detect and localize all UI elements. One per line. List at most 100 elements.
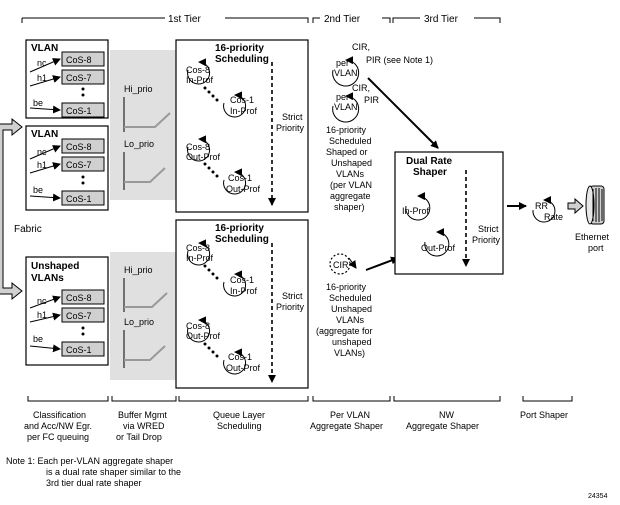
queue-label: CoS-8 [66, 55, 92, 65]
cir-label: CIR, [352, 42, 370, 52]
shaped-desc-line: Unshaped [331, 158, 372, 168]
scheduler-title-line2: Scheduling [215, 54, 269, 65]
strict-priority-line2: Priority [276, 123, 305, 133]
scheduler-title-line1: 16-priority [215, 223, 264, 234]
queue-label: In-Prof [186, 75, 214, 85]
scheduler-title-line1: 16-priority [215, 43, 264, 54]
unshaped-desc-line: unshaped [332, 337, 372, 347]
scheduler-top: 16-priority Scheduling Cos-8 In-Prof Cos… [175, 39, 309, 213]
unshaped-desc-line: Scheduled [329, 293, 372, 303]
input-label: nc [37, 147, 47, 157]
shaped-desc-line: aggregate [330, 191, 371, 201]
queue-label: Cos-8 [186, 65, 210, 75]
stage-label: and Acc/NW Egr. [24, 421, 92, 431]
ethernet-label: Ethernet [575, 232, 610, 242]
queue-label: Out-Prof [186, 152, 221, 162]
shaped-desc-line: VLANs [336, 169, 365, 179]
queue-label: Cos-1 [230, 95, 254, 105]
stage-label: or Tail Drop [116, 432, 162, 442]
stage-label: Scheduling [217, 421, 262, 431]
tier-header: 1st Tier 2nd Tier 3rd Tier [21, 14, 501, 25]
unshaped-desc-line: VLANs [336, 315, 365, 325]
shaped-desc-line: 16-priority [326, 125, 367, 135]
input-label: h1 [37, 310, 47, 320]
strict-priority-line1: Strict [478, 224, 499, 234]
strict-priority-line1: Strict [282, 291, 303, 301]
fabric-connector: Fabric [0, 117, 42, 301]
queue-label: CoS-8 [66, 142, 92, 152]
input-label: be [33, 98, 43, 108]
stage-label: via WRED [123, 421, 165, 431]
queue-label: Out-Prof [226, 184, 261, 194]
stage-label: Aggregate Shaper [406, 421, 479, 431]
shaped-desc-line: (per VLAN [330, 180, 372, 190]
shaped-desc-line: shaper) [334, 202, 365, 212]
input-label: be [33, 334, 43, 344]
tier3-label: 3rd Tier [424, 14, 459, 25]
queue-label: CoS-1 [66, 194, 92, 204]
stage-label: Port Shaper [520, 410, 568, 420]
port-label: port [588, 243, 604, 253]
stage-label: Aggregate Shaper [310, 421, 383, 431]
tier1-label: 1st Tier [168, 14, 201, 25]
unshaped-desc-line: (aggregate for [316, 326, 373, 336]
cir-label: CIR, [352, 83, 370, 93]
queue-label: Cos-1 [228, 173, 252, 183]
note-line: Note 1: Each per-VLAN aggregate shaper [6, 456, 173, 466]
note-line: 3rd tier dual rate shaper [46, 478, 142, 488]
queue-label: Cos-8 [186, 321, 210, 331]
dual-rate-shaper: Dual Rate Shaper In-Prof Out-Prof Strict… [394, 151, 527, 275]
vlan-group-unshaped: Unshaped VLANs CoS-8 CoS-7 CoS-1 nc h1 b… [25, 256, 109, 366]
dual-rate-title-line2: Shaper [413, 167, 447, 178]
hi-prio-label: Hi_prio [124, 265, 153, 275]
rate-label: Rate [544, 212, 563, 222]
figure-id: 24354 [588, 493, 608, 500]
port-shaper: RR Rate [532, 196, 584, 223]
queue-label: In-Prof [230, 106, 258, 116]
queue-label: Cos-8 [186, 142, 210, 152]
buffer-mgmt-bottom: Hi_prio Lo_prio [123, 265, 168, 368]
queue-label: Cos-1 [228, 352, 252, 362]
fabric-label: Fabric [14, 224, 42, 235]
vlan-label: VLAN [334, 68, 358, 78]
per-label: per [336, 58, 349, 68]
input-label: h1 [37, 73, 47, 83]
lo-prio-label: Lo_prio [124, 317, 154, 327]
stage-label: Per VLAN [330, 410, 370, 420]
stage-label: NW [439, 410, 454, 420]
rr-label: RR [535, 201, 548, 211]
strict-priority-line2: Priority [276, 302, 305, 312]
note-line: is a dual rate shaper similar to the [46, 467, 181, 477]
unshaped-desc-line: Unshaped [331, 304, 372, 314]
queue-label: CoS-7 [66, 311, 92, 321]
pir-label: PIR [364, 95, 380, 105]
shaped-desc-line: Scheduled [329, 136, 372, 146]
input-label: nc [37, 296, 47, 306]
vlan-group-title-line1: Unshaped [31, 261, 79, 272]
stage-label: Queue Layer [213, 410, 265, 420]
unshaped-desc-line: 16-priority [326, 282, 367, 292]
queue-label: Cos-1 [230, 275, 254, 285]
stage-label: Buffer Mgmt [118, 410, 167, 420]
vlan-group-1: VLAN CoS-8 CoS-7 CoS-1 nc h1 be [25, 39, 109, 119]
shaped-desc-line: Shaped or [326, 147, 368, 157]
vlan-label: VLAN [334, 102, 358, 112]
buffer-band-bottom [110, 252, 176, 380]
footnote: Note 1: Each per-VLAN aggregate shaper i… [6, 456, 181, 488]
unshaped-desc-line: VLANs) [334, 348, 365, 358]
vlan-group-title: VLAN [31, 129, 58, 140]
pir-label: PIR (see Note 1) [366, 55, 433, 65]
queue-label: Out-Prof [226, 363, 261, 373]
strict-priority-line1: Strict [282, 112, 303, 122]
queue-label: CoS-1 [66, 345, 92, 355]
queue-label: Cos-8 [186, 243, 210, 253]
strict-priority-line2: Priority [472, 235, 501, 245]
stage-labels: Classification and Acc/NW Egr. per FC qu… [24, 410, 568, 442]
in-prof-label: In-Prof [402, 206, 430, 216]
tier2-label: 2nd Tier [324, 14, 361, 25]
stage-brackets [27, 396, 573, 402]
cir-unshaped-label: CIR [333, 260, 349, 270]
input-label: be [33, 185, 43, 195]
input-label: nc [37, 58, 47, 68]
